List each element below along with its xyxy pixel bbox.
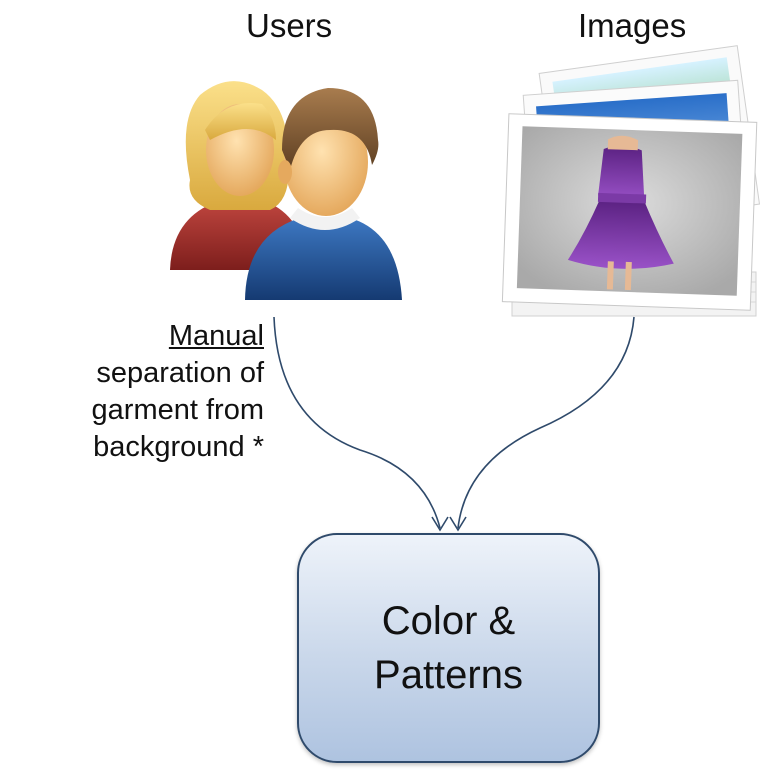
note-line-3: background * (93, 431, 264, 463)
users-arrowhead (431, 516, 449, 532)
images-arrowhead (449, 516, 467, 532)
note-line-1: separation of (96, 357, 264, 389)
manual-separation-note: Manual separation of garment from backgr… (92, 318, 264, 466)
images-title: Images (578, 7, 687, 44)
note-line-2: garment from (91, 394, 264, 426)
color-patterns-box: Color & Patterns (297, 533, 600, 763)
color-patterns-label: Color & Patterns (374, 599, 523, 697)
users-arrow (273, 316, 441, 529)
note-manual: Manual (168, 320, 264, 352)
users-title: Users (246, 7, 333, 44)
images-arrow (457, 316, 635, 529)
